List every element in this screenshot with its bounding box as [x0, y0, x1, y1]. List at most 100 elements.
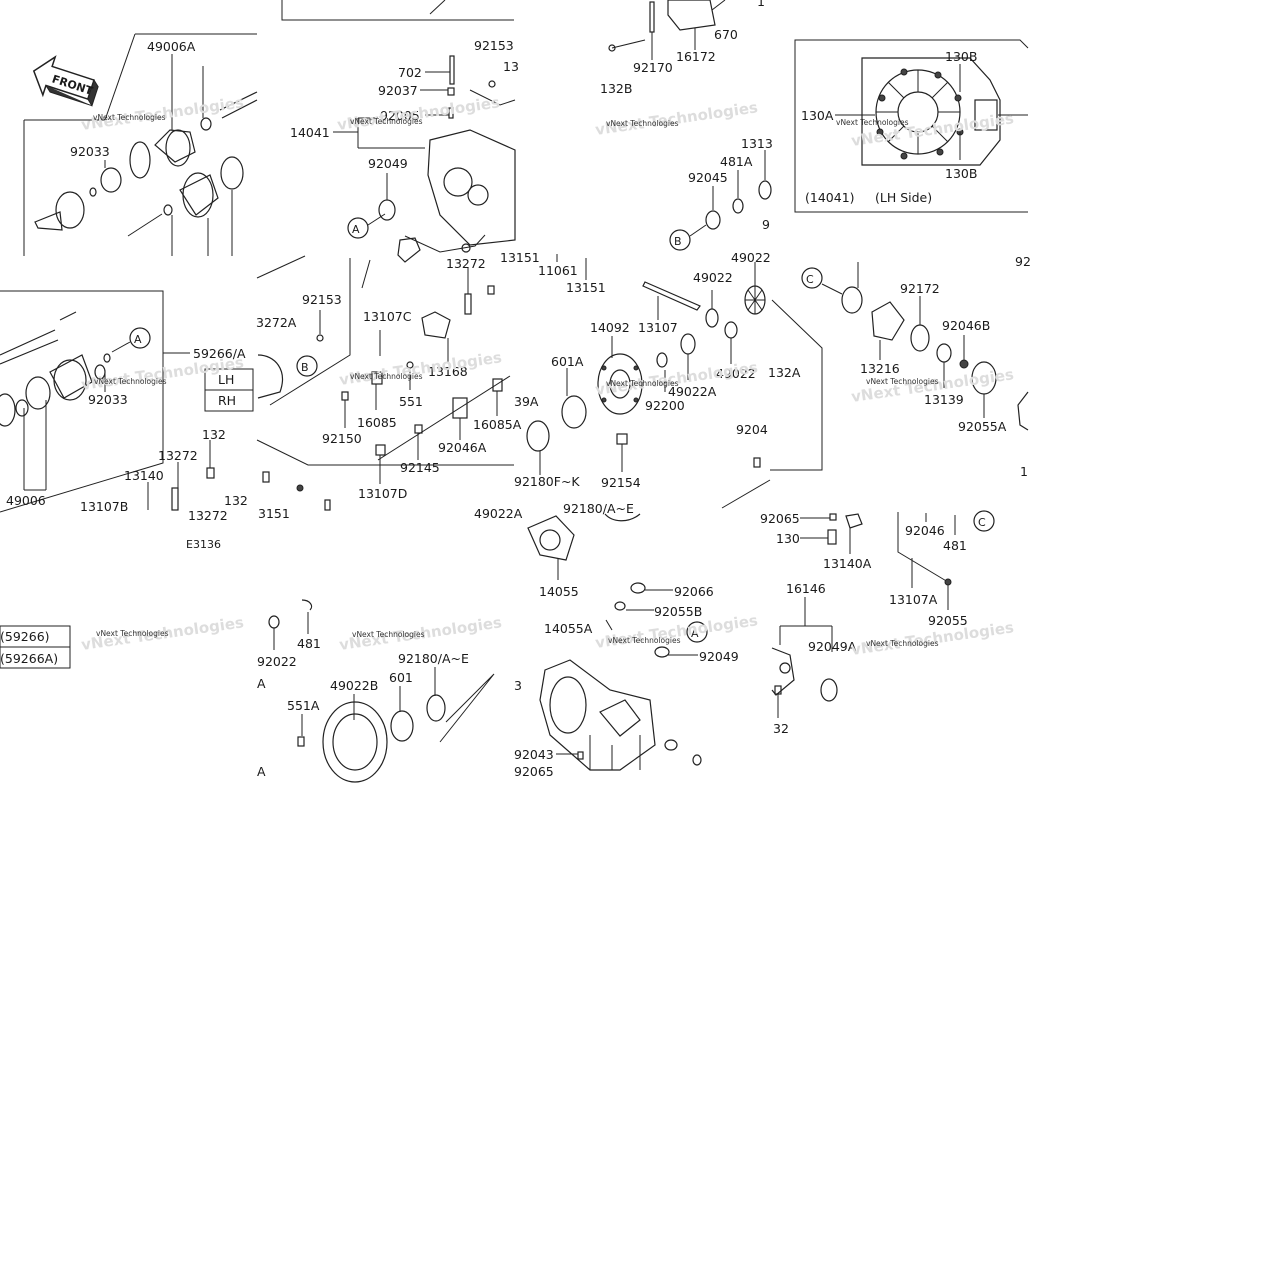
part-label-1: 1	[1020, 464, 1028, 479]
part-label-601A: 601A	[551, 354, 584, 369]
part-label-49022B: 49022B	[330, 678, 378, 693]
part-label-49006: 49006	[6, 493, 46, 508]
diagram-code: E3136	[186, 538, 221, 551]
part-label-481: 481	[943, 538, 967, 553]
part-label-A: A	[257, 676, 266, 691]
watermark-text-10: vNext Technologies	[352, 630, 425, 639]
part-label-14055A: 14055A	[544, 621, 593, 636]
part-label-130A: 130A	[801, 108, 834, 123]
part-label-9204: 9204	[736, 422, 768, 437]
part-label-132: 132	[202, 427, 226, 442]
part-label-59266A: 59266/A	[193, 346, 246, 361]
part-label-92180F-K: 92180F~K	[514, 474, 580, 489]
part-label-49022A-lower: 49022A	[474, 506, 523, 521]
part-label-92065-lower: 92065	[514, 764, 554, 779]
panel-shift-shaft: LH RH B 92153 3272A 13272 13151 13168 13…	[204, 237, 540, 521]
part-label-3272A: 3272A	[256, 315, 297, 330]
part-label-49022-low: 49022	[716, 366, 756, 381]
part-label-13151: 13151	[566, 280, 606, 295]
watermark-text-9: vNext Technologies	[96, 629, 169, 638]
part-label-13168: 13168	[428, 364, 468, 379]
part-label-13107D: 13107D	[358, 486, 407, 501]
watermark-text-4: vNext Technologies	[836, 118, 909, 127]
part-label-14055: 14055	[539, 584, 579, 599]
part-label-13151-partial: 13151	[500, 250, 540, 265]
part-label-92172: 92172	[900, 281, 940, 296]
callout-c-lower: C	[978, 516, 986, 529]
part-label-92049A: 92049A	[808, 639, 857, 654]
part-label-551A: 551A	[287, 698, 320, 713]
part-label-13107C: 13107C	[363, 309, 412, 324]
watermark-text-3: vNext Technologies	[606, 119, 679, 128]
part-label-92022: 92022	[257, 654, 297, 669]
part-label-92170: 92170	[633, 60, 673, 75]
part-label-130B-top: 130B	[945, 49, 977, 64]
panel-drive-shaft-rear: A 59266/A 92033 49006 132 13272 13140 13…	[0, 290, 248, 523]
watermark-logo-6: vNext Technologies	[338, 348, 503, 389]
watermark-text-7: vNext Technologies	[606, 379, 679, 388]
model-label-59266A: (59266A)	[0, 651, 58, 666]
watermark-text-12: vNext Technologies	[866, 639, 939, 648]
model-legend: (59266) (59266A)	[0, 625, 71, 669]
part-label-92046B: 92046B	[942, 318, 990, 333]
part-label-92180A-E: 92180/A~E	[563, 501, 634, 516]
watermark-text-6: vNext Technologies	[350, 372, 423, 381]
part-label-551: 551	[399, 394, 423, 409]
part-label-92153: 92153	[302, 292, 342, 307]
part-label-49006A: 49006A	[147, 39, 196, 54]
part-label-49022-top: 49022	[731, 250, 771, 265]
callout-b: B	[674, 235, 682, 248]
side-label-lh: LH	[218, 372, 234, 387]
callout-a-lower: A	[691, 627, 699, 640]
part-label-13140A: 13140A	[823, 556, 872, 571]
part-label-92045: 92045	[688, 170, 728, 185]
part-label-32: 32	[773, 721, 789, 736]
part-label-130: 130	[776, 531, 800, 546]
part-label-92150: 92150	[322, 431, 362, 446]
panel-gear-housing: 49022A 92180/A~E 14055 92066 92055B 1405…	[474, 501, 739, 779]
callout-a: A	[352, 223, 360, 236]
panel-differential: 11061 13151 13107 49022 49022 49022 1409…	[514, 250, 823, 509]
part-label-601: 601	[389, 670, 413, 685]
part-label-92033-rear: 92033	[88, 392, 128, 407]
part-label-A-lower: A	[257, 764, 266, 779]
part-label-13139: 13139	[924, 392, 964, 407]
part-label-14092: 14092	[590, 320, 630, 335]
front-arrow-icon: FRONT	[32, 55, 99, 107]
watermark-logo-2: vNext Technologies	[336, 93, 501, 134]
inset-caption-part: (14041)	[805, 190, 855, 205]
part-label-92043: 92043	[514, 747, 554, 762]
watermark-text-5: vNext Technologies	[94, 377, 167, 386]
part-label-39A: 39A	[514, 394, 539, 409]
part-label-92046: 92046	[905, 523, 945, 538]
model-label-59266: (59266)	[0, 629, 50, 644]
callout-a-rear: A	[134, 333, 142, 346]
part-label-92005: 92005	[380, 108, 420, 123]
part-label-92037: 92037	[378, 83, 418, 98]
part-label-13272: 13272	[158, 448, 198, 463]
part-label-13107A: 13107A	[889, 592, 938, 607]
part-label-13107: 13107	[638, 320, 678, 335]
watermark-text-8: vNext Technologies	[866, 377, 939, 386]
part-label-132-b: 132	[224, 493, 248, 508]
part-label-3151: 3151	[258, 506, 290, 521]
part-label-13272-shift: 13272	[446, 256, 486, 271]
part-label-92153: 92153	[474, 38, 514, 53]
part-label-13272-c: 13272	[188, 508, 228, 523]
part-label-92200: 92200	[645, 398, 685, 413]
part-label-16172: 16172	[676, 49, 716, 64]
part-label-92049-lower: 92049	[699, 649, 739, 664]
panel-drive-shaft-front: FRONT 49006A 92033	[23, 33, 258, 256]
part-label-14041: 14041	[290, 125, 330, 140]
side-label-rh: RH	[218, 393, 236, 408]
part-label-92049: 92049	[368, 156, 408, 171]
part-label-11061: 11061	[538, 263, 578, 278]
panel-inset-lh-side: 130B 130A 130B (14041) (LH Side)	[794, 39, 1029, 213]
part-label-92033: 92033	[70, 144, 110, 159]
part-label-16146: 16146	[786, 581, 826, 596]
watermark-text-1: vNext Technologies	[93, 113, 166, 122]
panel-actuator: 1 670 16172 92170 132B B 1313 481A 92045…	[600, 0, 773, 251]
part-label-92180A-E-lower: 92180/A~E	[398, 651, 469, 666]
callout-c: C	[806, 273, 814, 286]
